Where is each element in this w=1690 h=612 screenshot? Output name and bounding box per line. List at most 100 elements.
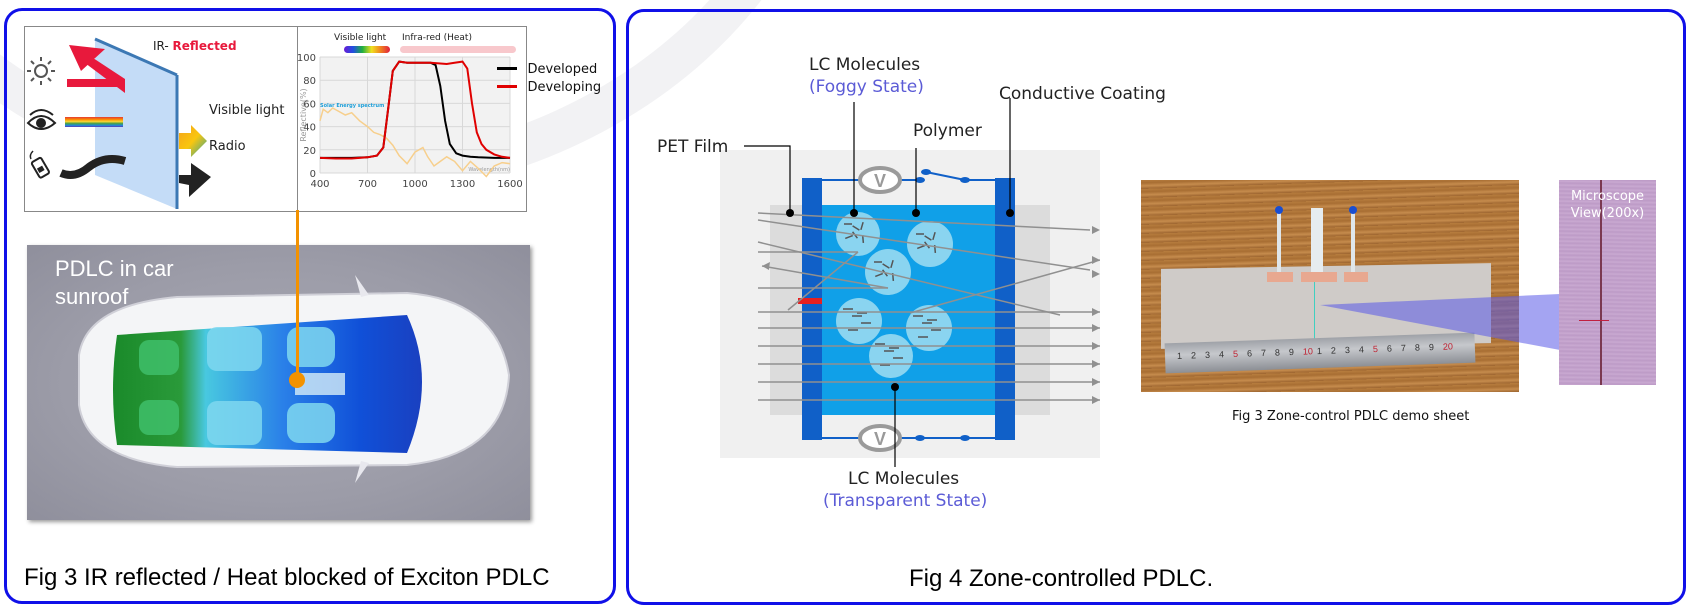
ray-arrowhead — [1092, 226, 1100, 234]
car-overlay-text: PDLC in car sunroof — [55, 255, 174, 311]
y-tick-label: 60 — [303, 99, 316, 110]
ruler-number: 4 — [1218, 349, 1225, 360]
sunroof-pointer-dot — [289, 372, 305, 388]
ray-arrowhead — [1092, 324, 1100, 332]
ray-arrowhead — [762, 262, 770, 270]
y-tick-label: 100 — [298, 53, 316, 64]
figure-4-caption: Fig 4 Zone-controlled PDLC. — [909, 565, 1214, 592]
car-sunroof-photo: PDLC in car sunroof — [27, 245, 530, 520]
visible-light-beam — [65, 117, 123, 127]
lc-transparent-state: (Transparent State) — [823, 491, 988, 511]
legend-label-developed: Developed — [527, 62, 598, 77]
ruler-number: 7 — [1260, 347, 1267, 359]
ruler-number: 3 — [1204, 349, 1211, 361]
connector-tab-2 — [1311, 208, 1323, 274]
infrared-band-bar — [400, 46, 516, 53]
lc-foggy-state: (Foggy State) — [809, 77, 924, 97]
figure-3-panel — [4, 8, 616, 604]
radio-label: Radio — [209, 139, 246, 154]
legend-swatch-developed — [497, 67, 517, 71]
lc-foggy-title: LC Molecules — [809, 55, 921, 75]
demo-sheet-caption: Fig 3 Zone-control PDLC demo sheet — [1232, 409, 1470, 424]
y-tick-label: 80 — [303, 76, 316, 87]
mobile-phone-icon — [29, 150, 50, 179]
ruler-number: 9 — [1288, 346, 1295, 358]
zone-boundary-line — [1314, 282, 1315, 346]
ruler-number: 8 — [1274, 347, 1281, 358]
ray-arrowhead — [1092, 256, 1100, 264]
ray-arrowhead — [1092, 308, 1100, 316]
lc-droplet-transparent — [869, 334, 913, 378]
series-line-solar-energy-spectrum — [319, 107, 511, 178]
lc-molecule — [844, 234, 854, 240]
car-overlay-line2: sunroof — [55, 284, 129, 309]
x-tick-label: 700 — [358, 179, 377, 190]
legend-label-developing: Developing — [527, 80, 602, 95]
lc-droplet-foggy — [907, 221, 953, 267]
eye-icon — [26, 109, 57, 130]
ruler-number: 10 — [1302, 346, 1314, 357]
scattered-ray — [909, 259, 1100, 314]
zone-gap-line — [1600, 180, 1602, 385]
x-tick-label: 1000 — [402, 179, 427, 190]
microscope-label-line1: Microscope — [1570, 189, 1645, 204]
lc-molecule — [890, 259, 894, 269]
lc-molecule — [924, 235, 932, 241]
legend-swatch-developing — [497, 85, 517, 89]
band-label-visible: Visible light — [334, 33, 387, 43]
connector-tab-1 — [1277, 210, 1281, 274]
tab-cap-1 — [1275, 206, 1283, 214]
zoom-wedge — [1320, 294, 1560, 350]
scattered-ray — [757, 212, 1091, 231]
lc-molecule — [916, 244, 926, 250]
copper-pad-2 — [1301, 272, 1337, 282]
figure-4-panel — [626, 9, 1686, 605]
car-overlay-line1: PDLC in car — [55, 256, 174, 281]
band-label-infrared: Infra-red (Heat) — [402, 33, 472, 43]
reflected-ray — [761, 265, 889, 289]
ruler-number: 6 — [1246, 348, 1253, 359]
radio-arrow — [179, 163, 211, 197]
lc-molecule — [932, 231, 936, 241]
y-tick-label: 0 — [310, 169, 316, 180]
sunroof-pointer-line — [296, 210, 299, 380]
copper-pad-1 — [1267, 272, 1293, 282]
figure-3-caption: Fig 3 IR reflected / Heat blocked of Exc… — [24, 564, 550, 591]
scattered-ray — [757, 219, 1091, 271]
legend-item-developing: Developing — [497, 78, 601, 96]
scattered-ray — [757, 241, 1061, 316]
microscope-label-line2: View(200x) — [1570, 206, 1645, 221]
lc-droplet-foggy — [836, 212, 880, 256]
tab-cap-2 — [1349, 206, 1357, 214]
ir-reflected-title: IR- Reflected — [153, 39, 237, 53]
sunroof-glass — [113, 315, 422, 453]
pet-film-label: PET Film — [657, 137, 729, 157]
x-tick-label: 1300 — [450, 179, 475, 190]
measure-line — [1579, 320, 1609, 321]
ir-title-emphasis: Reflected — [172, 39, 237, 53]
car-seats — [139, 327, 335, 445]
connector-tab-3 — [1351, 210, 1355, 274]
ruler-number: 1 — [1176, 350, 1183, 361]
leader-lines — [744, 98, 1011, 467]
reflectance-chart: Visible light Infra-red (Heat) 40 0 700 100… — [297, 26, 527, 212]
lc-droplet-foggy — [865, 249, 911, 295]
lc-molecule — [874, 272, 884, 278]
lc-molecule — [852, 225, 860, 231]
zone-marker — [798, 298, 822, 304]
ray-arrowhead — [1092, 396, 1100, 404]
lc-molecule — [860, 221, 864, 231]
visible-light-arrow — [179, 125, 207, 157]
ir-reflection-diagram: IR- Reflected Visible light Radio — [24, 26, 298, 212]
pdlc-cross-section-diagram: V V — [720, 150, 1100, 458]
ir-title-prefix: IR- — [153, 39, 173, 53]
ray-arrowhead — [1092, 360, 1100, 368]
y-tick-label: 40 — [303, 123, 316, 134]
series-line-developing — [319, 60, 511, 160]
radio-wave — [59, 155, 127, 179]
visible-band-bar — [344, 46, 390, 53]
polymer-label: Polymer — [913, 121, 982, 141]
ray-arrowhead — [1092, 378, 1100, 386]
